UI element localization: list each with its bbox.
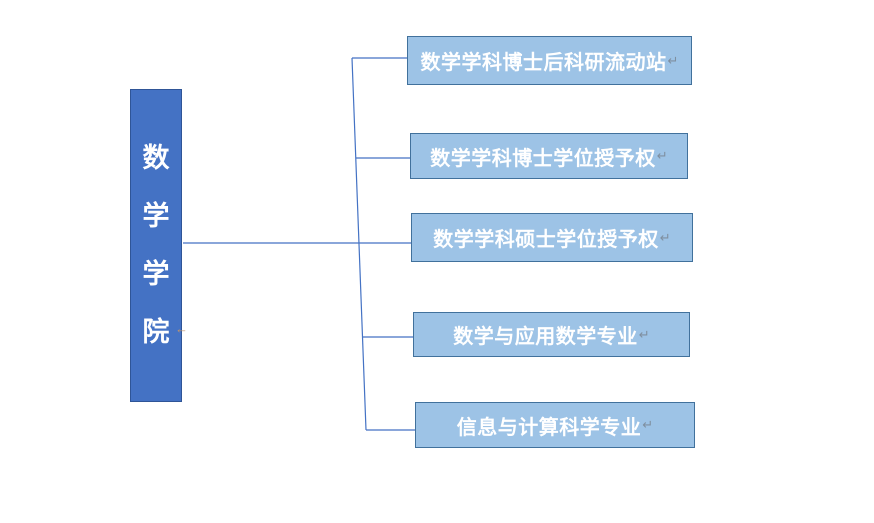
connector-spine	[351, 57, 367, 431]
root-node-char: 数	[142, 143, 170, 173]
child-node-applied-math-major[interactable]: 数学与应用数学专业 ↵	[413, 312, 690, 357]
paragraph-mark-icon: ↵	[656, 148, 668, 163]
paragraph-mark-icon: ↵	[659, 229, 671, 245]
root-node-char: 学	[142, 201, 170, 231]
paragraph-mark-icon: ↵	[642, 417, 654, 432]
paragraph-mark-icon: ↵	[667, 52, 679, 68]
child-node-label: 数学学科硕士学位授予权	[433, 229, 659, 251]
root-node-char: 院	[142, 317, 170, 347]
child-node-label: 数学学科博士学位授予权	[430, 147, 656, 170]
child-node-postdoc-station[interactable]: 数学学科博士后科研流动站 ↵	[407, 36, 692, 85]
child-node-info-computing-major[interactable]: 信息与计算科学专业 ↵	[415, 402, 695, 448]
root-node-char: 学	[142, 259, 170, 289]
root-node-math-school[interactable]: 数 学 学 院 ←	[130, 89, 188, 402]
paragraph-mark-icon: ←	[175, 321, 188, 336]
child-node-doctoral-degree[interactable]: 数学学科博士学位授予权 ↵	[410, 133, 688, 179]
paragraph-mark-icon: ↵	[638, 326, 650, 342]
child-node-master-degree[interactable]: 数学学科硕士学位授予权 ↵	[411, 213, 693, 262]
child-node-label: 数学学科博士后科研流动站	[420, 52, 667, 74]
child-node-label: 数学与应用数学专业	[453, 326, 638, 348]
child-node-label: 信息与计算科学专业	[456, 416, 642, 439]
